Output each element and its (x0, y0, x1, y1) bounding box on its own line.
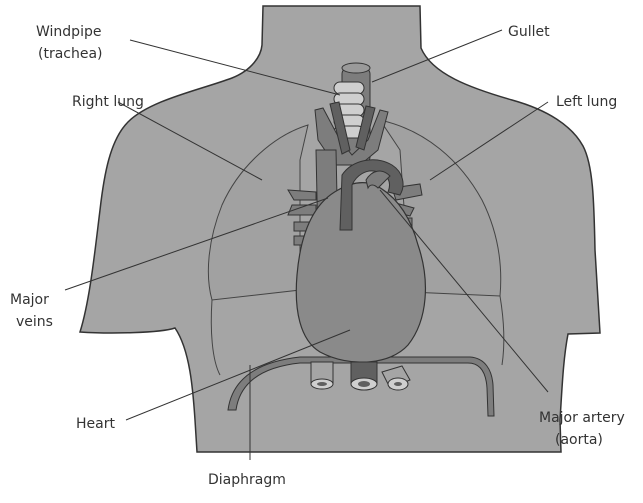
label-heart: Heart (76, 416, 115, 432)
label-left-lung: Left lung (556, 94, 617, 110)
gullet-top (342, 63, 370, 73)
label-major-artery-2: (aorta) (555, 432, 603, 448)
label-major-artery-1: Major artery (539, 410, 625, 426)
label-trachea: (trachea) (38, 46, 103, 62)
label-major-veins-2: veins (16, 314, 53, 330)
label-diaphragm: Diaphragm (208, 472, 286, 488)
label-right-lung: Right lung (72, 94, 144, 110)
label-gullet: Gullet (508, 24, 550, 40)
label-windpipe: Windpipe (36, 24, 101, 40)
label-major-veins-1: Major (10, 292, 49, 308)
